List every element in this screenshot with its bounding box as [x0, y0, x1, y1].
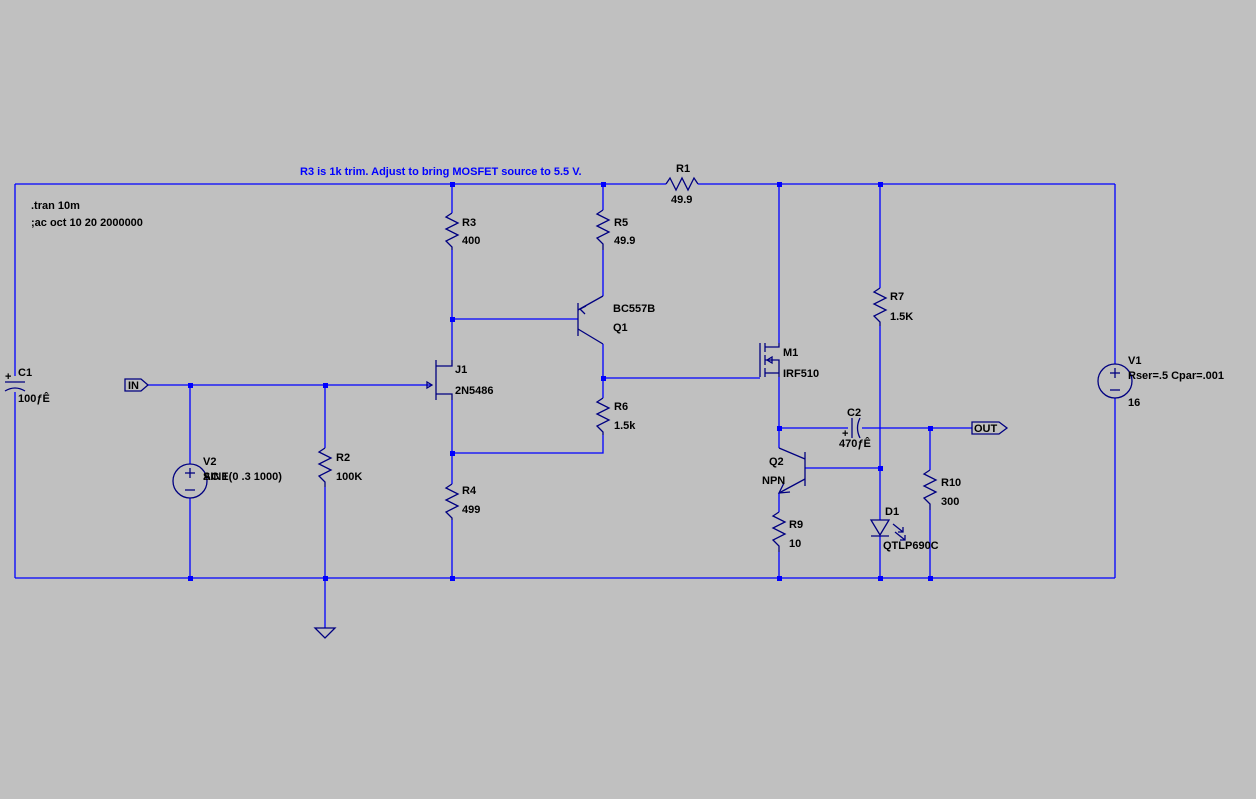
r7-value: 1.5K [890, 311, 913, 323]
v2-value-overlap: SINE(0 .3 1000) [203, 471, 282, 483]
r10-value: 300 [941, 496, 959, 508]
v2-value: AC 1 [203, 471, 228, 483]
resistor-r3[interactable] [444, 212, 460, 250]
j1-name: J1 [455, 364, 467, 376]
port-in-label: IN [128, 380, 139, 392]
r2-value: 100K [336, 471, 362, 483]
r9-value: 10 [789, 538, 801, 550]
c1-value: 100ƒÊ [18, 392, 50, 405]
r5-value: 49.9 [614, 235, 635, 247]
r6-value: 1.5k [614, 420, 636, 432]
resistor-r9[interactable] [771, 511, 787, 552]
r1-name: R1 [676, 163, 690, 175]
d1-name: D1 [885, 506, 899, 518]
diode-d1[interactable] [869, 519, 906, 541]
resistor-r6[interactable] [595, 397, 611, 435]
svg-text:+: + [842, 428, 848, 440]
q1-name: Q1 [613, 322, 628, 334]
svg-text:+: + [5, 371, 11, 383]
q2-model: NPN [762, 475, 785, 487]
ground-symbol [313, 627, 337, 639]
v1-value: 16 [1128, 397, 1140, 409]
port-out-label: OUT [974, 423, 998, 435]
r4-value: 499 [462, 504, 480, 516]
resistor-r5[interactable] [595, 209, 611, 250]
directive-ac: ;ac oct 10 20 2000000 [31, 217, 143, 229]
r1-value: 49.9 [671, 194, 692, 206]
resistor-r10[interactable] [922, 469, 938, 510]
resistor-r4[interactable] [444, 483, 460, 520]
transistor-m1[interactable] [759, 343, 780, 377]
transistor-q1[interactable] [577, 295, 604, 345]
r3-value: 400 [462, 235, 480, 247]
m1-model: IRF510 [783, 368, 819, 380]
j1-model: 2N5486 [455, 385, 494, 397]
capacitor-c1[interactable]: + [4, 371, 26, 392]
voltage-source-v1[interactable] [1097, 363, 1133, 399]
resistor-r1[interactable] [665, 176, 699, 192]
c2-name: C2 [847, 407, 861, 419]
capacitor-c2[interactable]: + [842, 417, 861, 440]
d1-model: QTLP690C [883, 540, 939, 552]
v1-name: V1 [1128, 355, 1141, 367]
c2-value: 470ƒÊ [839, 437, 871, 450]
r4-name: R4 [462, 485, 477, 497]
resistor-r7[interactable] [872, 287, 888, 326]
wires [14, 183, 1116, 628]
transistor-j1[interactable] [426, 360, 453, 400]
transistor-q2[interactable] [777, 447, 806, 494]
resistor-r2[interactable] [317, 447, 333, 487]
c1-name: C1 [18, 367, 32, 379]
port-in[interactable]: IN [124, 378, 149, 392]
comment-text: R3 is 1k trim. Adjust to bring MOSFET so… [300, 166, 582, 178]
r7-name: R7 [890, 291, 904, 303]
r2-name: R2 [336, 452, 350, 464]
v1-param: Rser=.5 Cpar=.001 [1128, 370, 1224, 382]
port-out[interactable]: OUT [971, 421, 1009, 435]
v2-name: V2 [203, 456, 216, 468]
q2-name: Q2 [769, 456, 784, 468]
r3-name: R3 [462, 217, 476, 229]
r9-name: R9 [789, 519, 803, 531]
junction-dots [188, 182, 933, 581]
r10-name: R10 [941, 477, 961, 489]
r5-name: R5 [614, 217, 628, 229]
directive-tran: .tran 10m [31, 200, 80, 212]
r6-name: R6 [614, 401, 628, 413]
m1-name: M1 [783, 347, 798, 359]
voltage-source-v2[interactable] [172, 463, 208, 499]
q1-model: BC557B [613, 303, 655, 315]
